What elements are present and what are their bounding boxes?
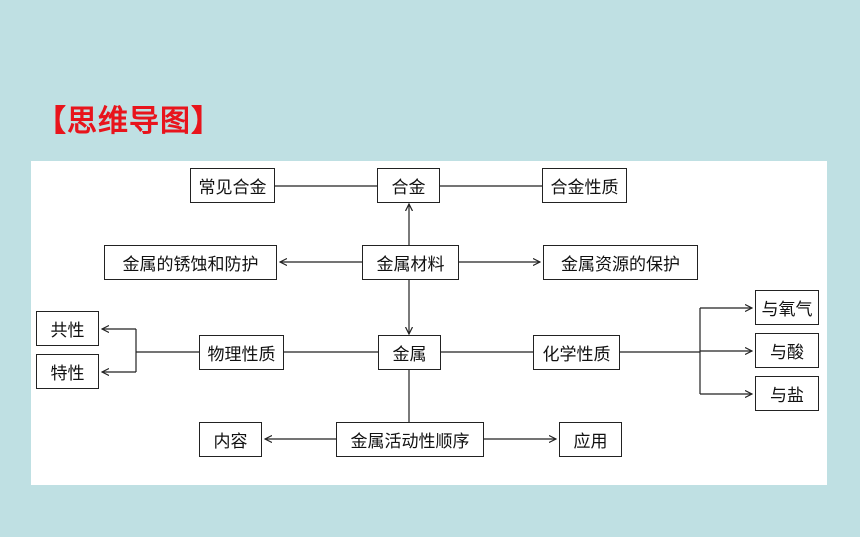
node-alloy: 合金: [377, 168, 440, 203]
node-physical-properties: 物理性质: [199, 335, 284, 370]
node-with-acid: 与酸: [755, 333, 819, 368]
node-with-salt: 与盐: [755, 376, 819, 411]
node-resource-protection: 金属资源的保护: [543, 245, 698, 280]
node-metal-materials: 金属材料: [362, 245, 459, 280]
node-common-alloys: 常见合金: [190, 168, 275, 203]
node-chemical-properties: 化学性质: [533, 335, 620, 370]
node-with-oxygen: 与氧气: [755, 290, 819, 325]
node-application: 应用: [559, 422, 622, 457]
node-content: 内容: [199, 422, 262, 457]
node-metal: 金属: [378, 335, 441, 370]
node-corrosion-protection: 金属的锈蚀和防护: [104, 245, 277, 280]
node-alloy-properties: 合金性质: [542, 168, 627, 203]
node-activity-series: 金属活动性顺序: [336, 422, 484, 457]
node-commonality: 共性: [36, 311, 99, 346]
page-title: 【思维导图】: [36, 104, 222, 139]
node-characteristic: 特性: [36, 354, 99, 389]
